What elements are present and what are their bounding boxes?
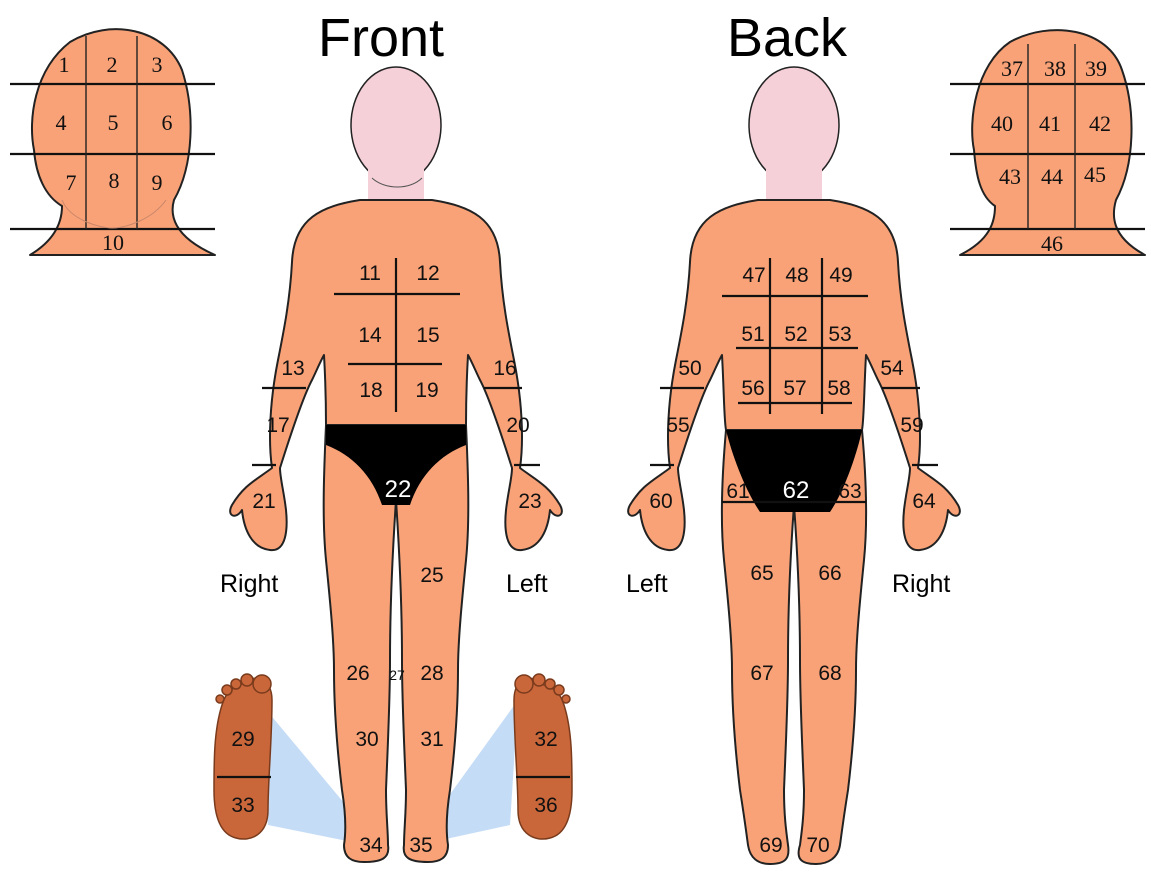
region-35: 35 — [409, 834, 432, 857]
region-14: 14 — [358, 324, 382, 347]
region-69: 69 — [759, 834, 782, 857]
region-1: 1 — [59, 52, 70, 77]
region-32: 32 — [534, 728, 557, 751]
region-30: 30 — [355, 728, 378, 751]
region-19: 19 — [415, 379, 438, 402]
region-63: 63 — [838, 480, 861, 503]
region-43: 43 — [999, 164, 1021, 189]
region-62: 62 — [783, 477, 810, 504]
region-41: 41 — [1039, 111, 1061, 136]
back-left-label: Left — [626, 570, 668, 598]
right-toe-5 — [216, 695, 224, 703]
region-20: 20 — [506, 414, 529, 437]
region-2: 2 — [107, 52, 118, 77]
region-11: 11 — [359, 262, 381, 285]
back-neck — [766, 160, 822, 202]
region-47: 47 — [742, 264, 765, 287]
region-33: 33 — [231, 794, 254, 817]
region-12: 12 — [416, 262, 439, 285]
region-49: 49 — [829, 264, 852, 287]
back-figure: 47 48 49 50 51 52 53 54 55 56 57 58 59 6… — [626, 67, 960, 864]
region-65: 65 — [750, 562, 773, 585]
region-64: 64 — [912, 490, 936, 513]
left-big-toe — [515, 675, 533, 693]
region-44: 44 — [1041, 164, 1063, 189]
region-38: 38 — [1044, 56, 1066, 81]
region-8: 8 — [109, 168, 120, 193]
region-28: 28 — [420, 662, 443, 685]
region-31: 31 — [420, 728, 443, 751]
region-36: 36 — [534, 794, 557, 817]
region-39: 39 — [1085, 56, 1107, 81]
region-53: 53 — [828, 323, 851, 346]
front-left-label: Left — [506, 570, 548, 598]
region-34: 34 — [359, 834, 383, 857]
region-4: 4 — [56, 110, 67, 135]
region-13: 13 — [281, 357, 304, 380]
region-42: 42 — [1089, 111, 1111, 136]
back-right-label: Right — [892, 570, 950, 598]
region-45: 45 — [1084, 162, 1106, 187]
region-37: 37 — [1001, 56, 1023, 81]
region-52: 52 — [784, 323, 807, 346]
region-22: 22 — [385, 476, 412, 503]
region-17: 17 — [266, 414, 289, 437]
region-57: 57 — [783, 377, 806, 400]
region-26: 26 — [346, 662, 369, 685]
region-50: 50 — [678, 357, 701, 380]
right-toe-4 — [222, 685, 232, 695]
front-title: Front — [318, 8, 444, 68]
region-67: 67 — [750, 662, 773, 685]
region-48: 48 — [785, 264, 808, 287]
region-40: 40 — [991, 111, 1013, 136]
region-29: 29 — [231, 728, 254, 751]
region-6: 6 — [162, 110, 173, 135]
region-9: 9 — [152, 170, 163, 195]
left-toe-2 — [533, 674, 545, 686]
region-51: 51 — [741, 323, 764, 346]
region-60: 60 — [649, 490, 672, 513]
region-25: 25 — [420, 564, 443, 587]
back-title: Back — [727, 8, 848, 68]
front-right-label: Right — [220, 570, 278, 598]
region-18: 18 — [359, 379, 382, 402]
region-58: 58 — [827, 377, 850, 400]
right-toe-2 — [241, 674, 253, 686]
region-7: 7 — [66, 170, 77, 195]
region-21: 21 — [252, 490, 275, 513]
region-68: 68 — [818, 662, 841, 685]
left-toe-5 — [562, 695, 570, 703]
region-66: 66 — [818, 562, 841, 585]
region-55: 55 — [666, 414, 689, 437]
region-70: 70 — [806, 834, 829, 857]
region-3: 3 — [152, 52, 163, 77]
region-5: 5 — [108, 110, 119, 135]
region-27: 27 — [389, 667, 405, 683]
region-61: 61 — [726, 480, 749, 503]
region-23: 23 — [518, 490, 541, 513]
region-56: 56 — [741, 377, 764, 400]
region-10: 10 — [102, 230, 124, 255]
region-15: 15 — [416, 324, 439, 347]
right-big-toe — [253, 675, 271, 693]
region-16: 16 — [493, 357, 516, 380]
head-back-inset: 37 38 39 40 41 42 43 44 45 46 — [950, 30, 1145, 256]
right-toe-3 — [231, 679, 241, 689]
region-54: 54 — [880, 357, 904, 380]
left-toe-4 — [554, 685, 564, 695]
left-toe-3 — [545, 679, 555, 689]
region-59: 59 — [900, 414, 923, 437]
head-front-inset: 1 2 3 4 5 6 7 8 9 10 — [10, 29, 215, 255]
region-46: 46 — [1041, 231, 1063, 256]
left-sole: 32 36 — [514, 674, 572, 839]
right-sole: 29 33 — [214, 674, 272, 839]
